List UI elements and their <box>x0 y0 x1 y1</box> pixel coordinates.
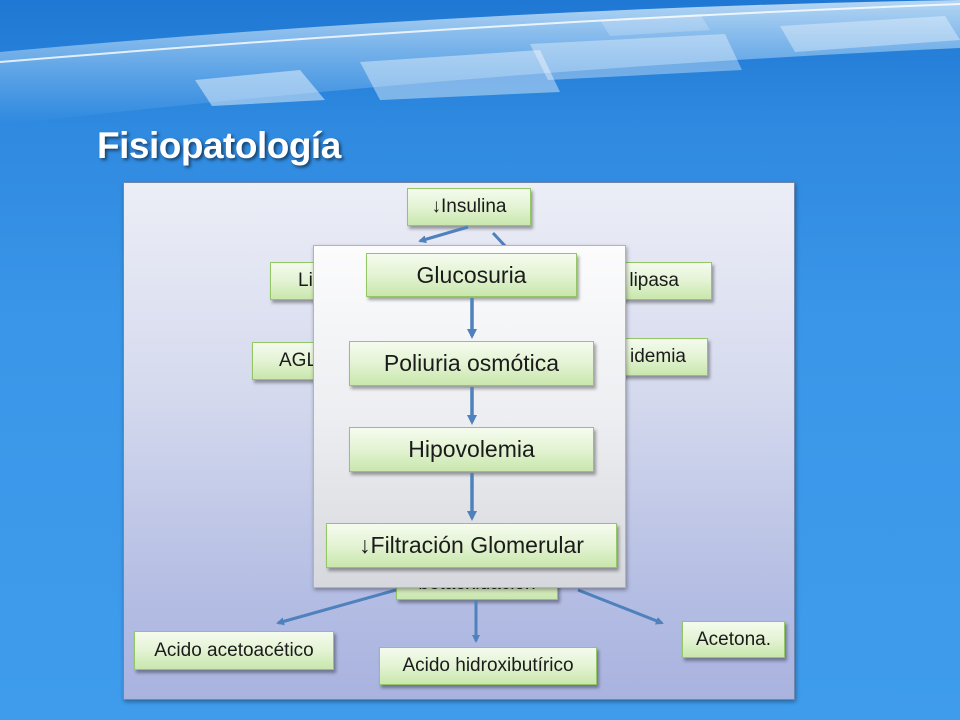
insulina-box: ↓Insulina <box>407 188 531 226</box>
product-label: Acetona. <box>696 628 771 650</box>
product-box-acetoacetico: Acido acetoacético <box>134 631 334 670</box>
insulina-label: ↓Insulina <box>431 196 507 217</box>
step-label: Hipovolemia <box>408 436 535 462</box>
step-box-poliuria: Poliuria osmótica <box>349 341 594 386</box>
slide-title: Fisiopatología <box>97 125 341 166</box>
left-box-2-label: AGL <box>279 350 318 371</box>
right-box-2-label: idemia <box>630 346 686 367</box>
step-box-hipovolemia: Hipovolemia <box>349 427 594 472</box>
product-box-hidroxibutirico: Acido hidroxibutírico <box>379 647 597 685</box>
product-label: Acido hidroxibutírico <box>402 655 574 676</box>
step-label: Glucosuria <box>416 261 527 288</box>
step-label: Poliuria osmótica <box>383 350 560 376</box>
step-box-glucosuria: Glucosuria <box>366 253 577 297</box>
right-box-1-label: lipasa <box>629 270 679 291</box>
product-box-acetona: Acetona. <box>682 621 785 658</box>
step-label: ↓Filtración Glomerular <box>359 532 584 558</box>
header-decoration <box>0 0 960 125</box>
step-box-filtracion: ↓Filtración Glomerular <box>326 523 617 568</box>
left-box-1-label: Li <box>298 270 313 291</box>
product-label: Acido acetoacético <box>154 639 314 661</box>
